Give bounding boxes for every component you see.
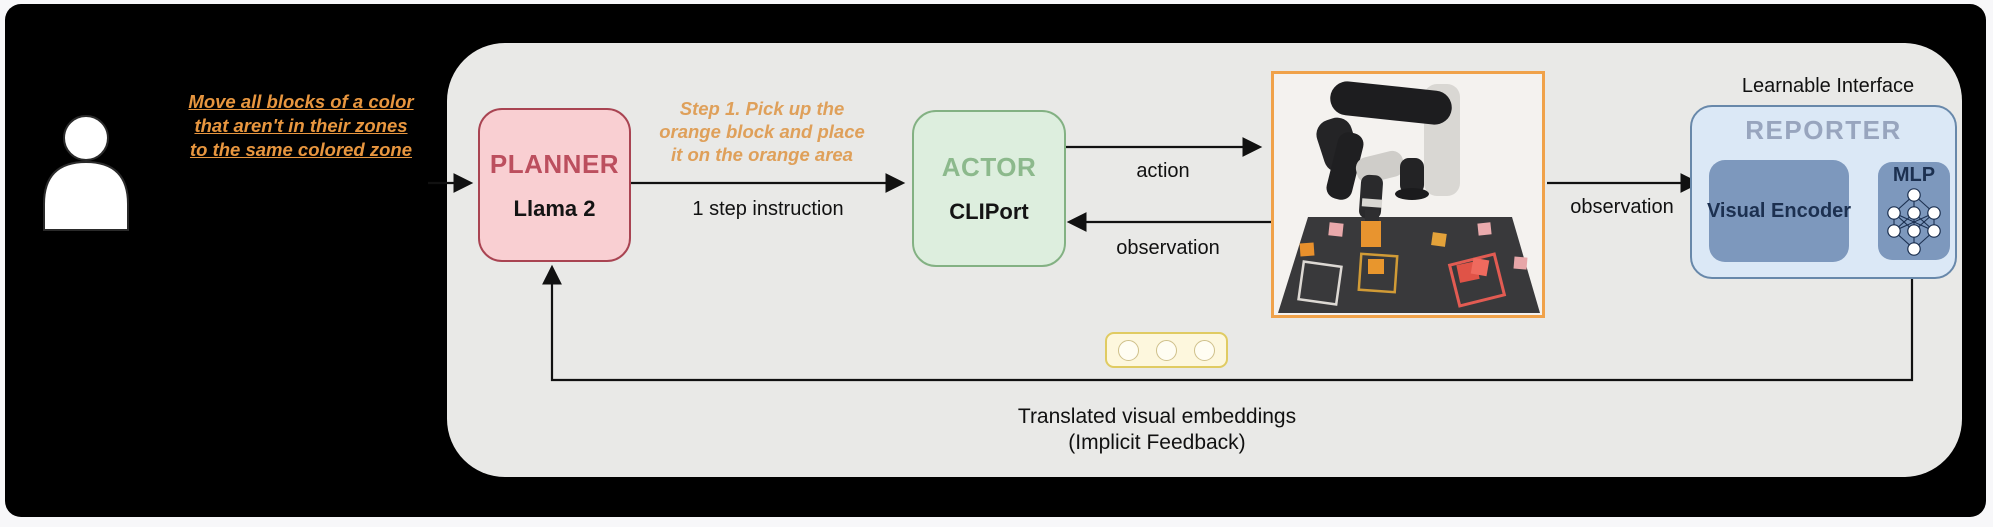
step-instruction-text: Step 1. Pick up the orange block and pla… bbox=[652, 97, 872, 166]
reporter-box: REPORTER Visual Encoder MLP bbox=[1690, 105, 1957, 279]
token-dot bbox=[1118, 339, 1139, 361]
robot-upper-link bbox=[1330, 81, 1452, 125]
actor-box: ACTOR CLIPort bbox=[912, 110, 1066, 267]
visual-encoder-box: Visual Encoder bbox=[1707, 160, 1851, 262]
step-instruction-line: Step 1. Pick up the bbox=[679, 98, 845, 119]
planner-model-label: Llama 2 bbox=[513, 195, 596, 221]
table-surface bbox=[1278, 217, 1540, 313]
feedback-caption-line: Translated visual embeddings bbox=[1017, 405, 1297, 428]
orange-zone bbox=[1357, 252, 1399, 294]
pink-block bbox=[1328, 222, 1344, 237]
actor-model-label: CLIPort bbox=[949, 199, 1029, 224]
robot-arm-scene bbox=[1278, 81, 1540, 313]
gripped-orange-block bbox=[1361, 221, 1381, 247]
robot-gripper-band bbox=[1361, 198, 1383, 208]
user-instruction-line: to the same colored zone bbox=[189, 139, 413, 160]
mlp-label: MLP bbox=[1892, 164, 1936, 186]
one-step-instruction-label: 1 step instruction bbox=[692, 198, 844, 220]
token-dot bbox=[1194, 339, 1215, 361]
orange-block-in-zone bbox=[1368, 259, 1384, 274]
person-icon bbox=[43, 115, 129, 231]
planner-title: PLANNER bbox=[489, 148, 620, 179]
user-instruction-line: that aren't in their zones bbox=[194, 115, 408, 136]
robot-gripper bbox=[1365, 210, 1379, 222]
orange-block bbox=[1299, 242, 1315, 257]
planner-box: PLANNER Llama 2 bbox=[478, 108, 631, 262]
environment-frame bbox=[1271, 71, 1545, 318]
step-instruction-line: orange block and place bbox=[659, 121, 865, 142]
actor-title: ACTOR bbox=[941, 152, 1037, 182]
robot-wrist bbox=[1359, 174, 1383, 220]
action-label: action bbox=[1136, 160, 1190, 182]
robot-tool-base bbox=[1395, 188, 1429, 200]
pink-block bbox=[1513, 256, 1528, 270]
step-instruction-line: it on the orange area bbox=[671, 144, 853, 165]
white-zone bbox=[1297, 260, 1343, 306]
user-instruction-text: Move all blocks of a color that aren't i… bbox=[162, 90, 440, 162]
feedback-caption-line: (Implicit Feedback) bbox=[1068, 431, 1246, 454]
robot-tool-cylinder bbox=[1400, 158, 1424, 194]
mlp-box: MLP bbox=[1878, 162, 1950, 260]
red-zone bbox=[1447, 252, 1507, 308]
token-dot bbox=[1156, 339, 1177, 361]
pink-block bbox=[1477, 222, 1492, 236]
three-dots-tokens-icon bbox=[1105, 332, 1228, 368]
red-block bbox=[1470, 257, 1490, 277]
mlp-network-icon bbox=[1887, 188, 1941, 256]
user-instruction-line: Move all blocks of a color bbox=[188, 91, 414, 112]
observation-to-actor-label: observation bbox=[1116, 237, 1220, 259]
observation-to-reporter-label: observation bbox=[1570, 196, 1674, 218]
implicit-feedback-caption: Translated visual embeddings (Implicit F… bbox=[957, 404, 1357, 456]
robot-upper-arm bbox=[1326, 132, 1364, 200]
implicit-feedback-loop-arrow bbox=[542, 258, 1914, 382]
learnable-interface-label: Learnable Interface bbox=[1741, 75, 1915, 97]
reporter-title: REPORTER bbox=[1745, 115, 1902, 145]
yellow-block bbox=[1431, 232, 1447, 247]
